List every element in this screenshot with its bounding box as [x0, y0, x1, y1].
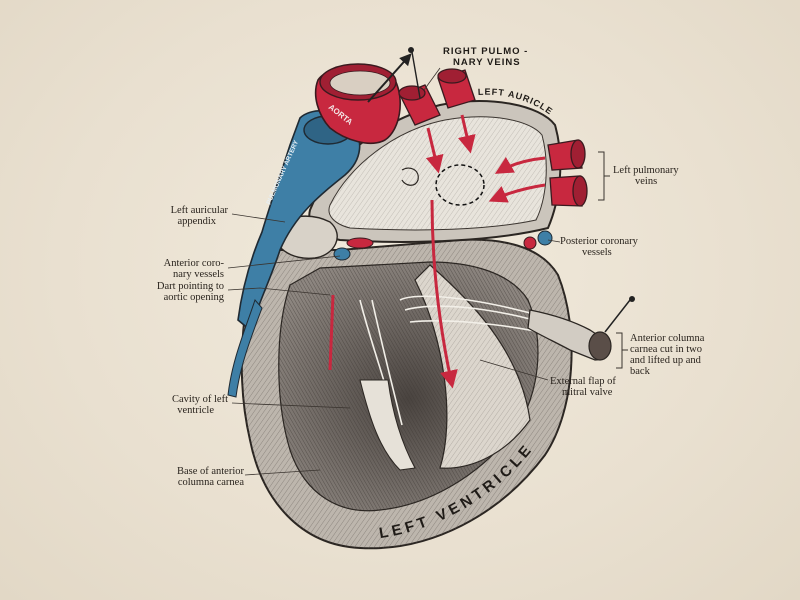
- left-auricular-appendix-label: Left auricular appendix: [170, 205, 228, 227]
- pulmonary-artery-branch: [227, 299, 263, 398]
- right-pulmonary-veins-label: RIGHT PULMO - NARY VEINS: [443, 46, 529, 68]
- cavity-label: Cavity of left ventricle: [172, 394, 228, 416]
- posterior-coronary-label: Posterior coronary vessels: [560, 236, 638, 258]
- aorta-lumen: [329, 70, 391, 96]
- leader-lines: [227, 67, 561, 476]
- pin-lower-head: [629, 296, 635, 302]
- right-pulmonary-veins: [398, 68, 476, 126]
- mitral-valve-shading: [415, 265, 530, 469]
- left-pulmonary-veins: [547, 139, 588, 207]
- posterior-coronary-vessels: [523, 230, 553, 250]
- left-pulmonary-veins-label: Left pulmonary veins: [613, 165, 679, 187]
- dart-label: Dart pointing to aortic opening: [156, 281, 224, 303]
- anterior-columna-label: Anterior columna carnea cut in two and l…: [630, 333, 705, 377]
- blood-flow-arrows: [328, 114, 546, 389]
- anterior-coronary-label: Anterior coro- nary vessels: [163, 258, 224, 280]
- pin-vein-head: [408, 47, 414, 53]
- bracket-anterior-columna: [616, 332, 628, 369]
- anterior-coronary-vessels: [333, 237, 374, 261]
- pin-vein: [411, 51, 421, 99]
- columna-cut-end: [588, 331, 612, 361]
- bracket-left-pulmonary-veins: [598, 151, 610, 201]
- external-flap-label: External flap of mitral valve: [550, 376, 616, 398]
- pin-upper: [367, 53, 412, 103]
- fossa-ovalis: [435, 164, 485, 206]
- papillary-muscle: [359, 379, 416, 471]
- base-columna-label: Base of anterior columna carnea: [176, 466, 244, 488]
- pin-lower: [604, 299, 631, 333]
- auricle-fold: [401, 167, 419, 186]
